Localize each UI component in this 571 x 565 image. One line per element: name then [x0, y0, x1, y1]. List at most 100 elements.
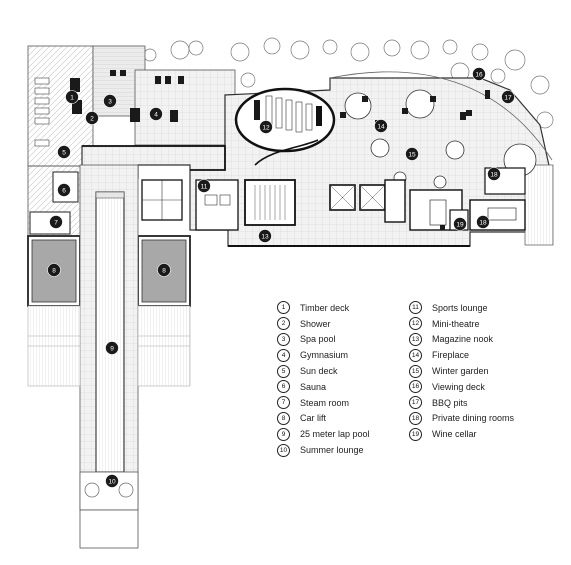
legend-label: Fireplace	[432, 350, 470, 361]
legend-label: Winter garden	[432, 366, 489, 377]
legend-number: 6	[277, 380, 290, 394]
legend-number: 7	[277, 396, 290, 410]
legend-item: 11 Sports lounge	[409, 300, 514, 316]
legend-item: 15 Winter garden	[409, 363, 514, 379]
legend-number: 13	[409, 332, 422, 346]
summer-lounge-plants	[84, 482, 134, 498]
legend-label: Private dining rooms	[432, 413, 515, 424]
plan-marker-m17: 17	[501, 90, 515, 104]
legend-label: Viewing deck	[432, 381, 485, 392]
gym-terrace	[134, 69, 236, 146]
legend-number: 11	[409, 301, 422, 315]
plan-marker-m11: 11	[197, 179, 211, 193]
plan-marker-m16: 16	[472, 67, 486, 81]
legend-label: Spa pool	[300, 334, 336, 345]
plan-marker-label: 8	[52, 267, 56, 274]
summer-lounge-pergola	[79, 509, 139, 549]
plan-marker-label: 5	[62, 149, 66, 156]
legend-label: Sauna	[300, 381, 327, 392]
legend-number: 14	[409, 348, 422, 362]
legend-item: 9 25 meter lap pool	[277, 426, 370, 442]
legend-number: 10	[277, 443, 290, 457]
plan-marker-m18a: 18	[487, 167, 501, 181]
east-balcony	[524, 164, 554, 246]
pool-step	[95, 191, 125, 199]
plan-marker-m9: 9	[105, 341, 119, 355]
legend-label: Wine cellar	[432, 429, 477, 440]
legend-label: Sports lounge	[432, 302, 488, 313]
plan-marker-label: 16	[475, 71, 483, 78]
plan-marker-m12: 12	[259, 120, 273, 134]
plan-marker-label: 10	[108, 478, 116, 485]
theatre-screen	[316, 106, 322, 126]
legend-number: 4	[277, 348, 290, 362]
legend-label: Car lift	[300, 413, 327, 424]
plan-marker-label: 8	[162, 267, 166, 274]
legend-label: Summer lounge	[300, 445, 364, 456]
outer-curve	[329, 71, 553, 161]
legend-item: 18 Private dining rooms	[409, 411, 514, 427]
theatre-seats	[265, 95, 313, 133]
legend-label: Magazine nook	[432, 334, 494, 345]
legend-number: 2	[277, 317, 290, 331]
legend-number: 12	[409, 317, 422, 331]
plan-marker-m1: 1	[65, 90, 79, 104]
plan-marker-m5: 5	[57, 145, 71, 159]
sports-lounge-sofa	[204, 194, 231, 206]
plan-marker-m18b: 18	[476, 215, 490, 229]
lounge-recliners	[34, 77, 50, 147]
legend-label: Gymnasium	[300, 350, 349, 361]
plan-marker-label: 1	[70, 94, 74, 101]
plan-marker-label: 4	[154, 111, 158, 118]
lap-pool	[95, 191, 125, 473]
legend-label: Mini-theatre	[432, 318, 480, 329]
plan-marker-m8a: 8	[47, 263, 61, 277]
legend-label: Steam room	[300, 397, 350, 408]
garden-band	[140, 37, 554, 129]
legend-label: Timber deck	[300, 302, 350, 313]
legend-number: 8	[277, 411, 290, 425]
plan-marker-label: 19	[456, 221, 464, 228]
legend-number: 5	[277, 364, 290, 378]
legend-item: 7 Steam room	[277, 395, 370, 411]
legend-item: 8 Car lift	[277, 411, 370, 427]
plan-marker-m19: 19	[453, 217, 467, 231]
plan-marker-label: 14	[377, 123, 385, 130]
plan-marker-label: 2	[90, 115, 94, 122]
plan-marker-m14: 14	[374, 119, 388, 133]
legend-label: BBQ pits	[432, 397, 468, 408]
legend-item: 1 Timber deck	[277, 300, 370, 316]
plan-marker-label: 13	[261, 233, 269, 240]
plan-marker-m2: 2	[85, 111, 99, 125]
legend-item: 10 Summer lounge	[277, 442, 370, 458]
legend-label: 25 meter lap pool	[300, 429, 370, 440]
plan-marker-label: 17	[504, 94, 512, 101]
dining-table-a	[429, 199, 447, 226]
dining-table-b	[487, 207, 517, 221]
plan-marker-m13: 13	[258, 229, 272, 243]
legend-number: 18	[409, 411, 422, 425]
legend-number: 3	[277, 332, 290, 346]
plan-marker-label: 9	[110, 345, 114, 352]
plan-marker-label: 18	[479, 219, 487, 226]
legend-item: 4 Gymnasium	[277, 347, 370, 363]
equipment-blocks	[70, 70, 466, 230]
plan-marker-label: 7	[54, 219, 58, 226]
plan-marker-m8b: 8	[157, 263, 171, 277]
plan-marker-label: 11	[201, 183, 208, 190]
legend-item: 14 Fireplace	[409, 347, 514, 363]
plan-marker-m15: 15	[405, 147, 419, 161]
legend-number: 1	[277, 301, 290, 315]
legend-col-2: 11 Sports lounge 12 Mini-theatre 13 Magazine …	[409, 300, 514, 442]
plan-marker-label: 15	[408, 151, 416, 158]
legend-number: 15	[409, 364, 422, 378]
plan-marker-m3: 3	[103, 94, 117, 108]
corridor-wall	[82, 145, 226, 171]
legend-label: Sun deck	[300, 366, 338, 377]
legend-number: 9	[277, 427, 290, 441]
legend-item: 12 Mini-theatre	[409, 316, 514, 332]
